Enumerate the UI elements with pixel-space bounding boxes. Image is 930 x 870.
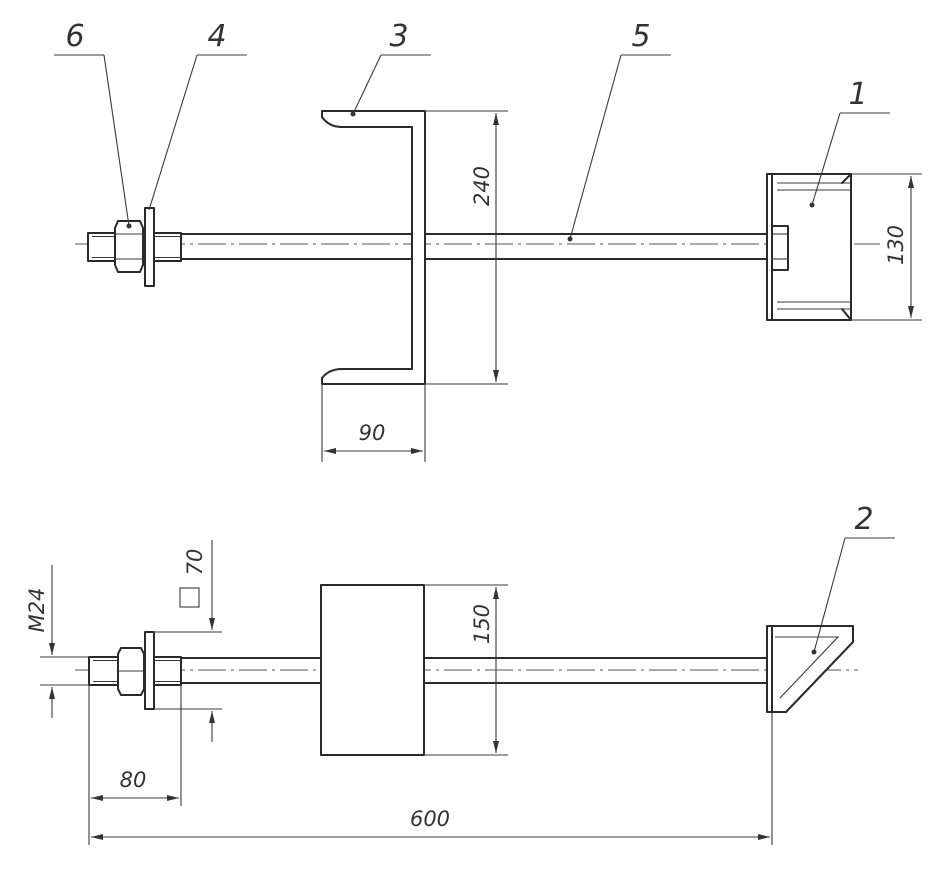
- top-nut: [114, 220, 144, 273]
- callout-3-dot: [350, 111, 356, 117]
- square-symbol-icon: [179, 587, 200, 608]
- callout-1: 1: [809, 77, 890, 208]
- callout-4-label: 4: [207, 19, 226, 54]
- callout-3: 3: [350, 19, 431, 117]
- bottom-view: 150 70 M24 80: [25, 502, 895, 845]
- callout-6: 6: [54, 19, 132, 229]
- callout-4: 4: [148, 19, 247, 211]
- dim-m24-text: M24: [25, 588, 49, 633]
- callout-5-label: 5: [631, 19, 650, 54]
- dim-90-text: 90: [359, 421, 386, 445]
- dim-130-text: 130: [884, 225, 908, 265]
- top-channel: [321, 110, 426, 385]
- top-washer: [144, 207, 155, 287]
- dim-240-text: 240: [470, 166, 494, 206]
- callout-2-leader: [813, 537, 846, 653]
- callout-2-dot: [811, 649, 817, 655]
- bottom-anchor-plate-inner: [775, 636, 840, 699]
- top-box-corner-lower: [841, 308, 852, 321]
- dim-70-text: 70: [183, 549, 207, 576]
- dim-150-text: 150: [470, 604, 494, 644]
- callout-5-dot: [567, 236, 573, 242]
- top-box-corner-upper: [841, 173, 852, 184]
- bottom-block: [320, 584, 425, 756]
- callout-2-label: 2: [854, 502, 873, 537]
- dim-90: 90: [321, 384, 426, 462]
- dim-150: 150: [424, 584, 508, 756]
- callout-1-label: 1: [848, 77, 867, 112]
- dim-600-text: 600: [410, 807, 450, 831]
- dim-240: 240: [425, 110, 508, 385]
- callout-6-dot: [126, 223, 132, 229]
- callout-5: 5: [567, 19, 671, 242]
- dim-130: 130: [851, 173, 922, 321]
- callout-3-label: 3: [389, 19, 408, 54]
- bottom-anchor-plate: [766, 625, 854, 713]
- callout-1-leader: [811, 112, 841, 206]
- dim-600: 600: [91, 712, 773, 845]
- callout-1-dot: [809, 202, 815, 208]
- callout-2: 2: [811, 502, 895, 655]
- top-box-nut: [771, 225, 789, 271]
- callout-6-label: 6: [65, 19, 84, 54]
- callout-3-leader: [352, 54, 382, 115]
- callout-5-leader: [569, 54, 622, 240]
- dim-80-text: 80: [120, 768, 147, 792]
- dim-m24: M24: [25, 565, 90, 718]
- dim-square-70: 70: [154, 540, 222, 742]
- dim-80: 80: [88, 685, 182, 845]
- top-view: 240 90 130 6 4: [54, 19, 922, 462]
- callout-4-leader: [148, 54, 198, 211]
- callout-6-leader: [103, 54, 130, 227]
- bottom-washer: [144, 631, 155, 710]
